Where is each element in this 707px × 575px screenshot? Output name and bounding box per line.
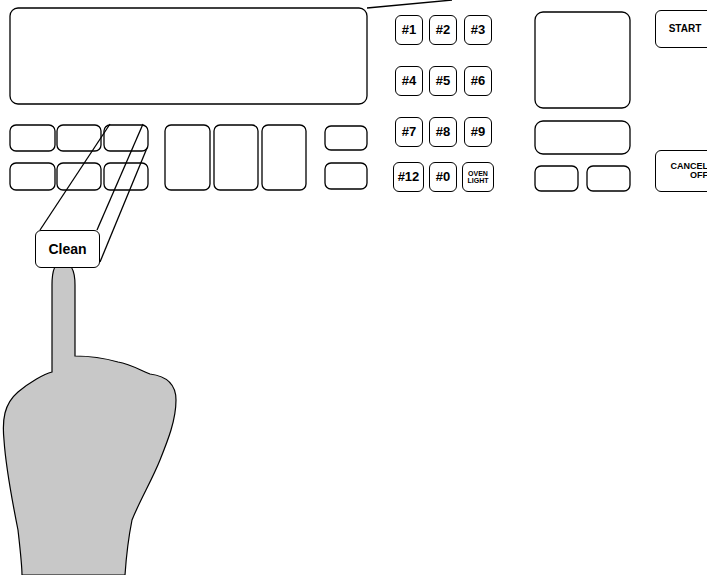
panel-button: #7 — [395, 117, 423, 147]
panel-button: START — [655, 10, 707, 48]
panel-button: OVEN LIGHT — [462, 162, 494, 192]
button-label: #0 — [436, 170, 450, 184]
button-label: #3 — [471, 23, 485, 37]
button-label: Clean — [48, 242, 86, 257]
panel-button: #0 — [429, 162, 457, 192]
button-label: #5 — [436, 74, 450, 88]
panel-button: #5 — [429, 66, 457, 96]
panel-button: #6 — [464, 66, 492, 96]
button-label: CANCEL OFF — [656, 162, 707, 181]
leader-line — [367, 0, 452, 8]
button-label: #9 — [471, 125, 485, 139]
panel-button: #1 — [395, 15, 423, 45]
panel-button: #3 — [464, 15, 492, 45]
button-label: #2 — [436, 23, 450, 37]
button-label: #4 — [402, 74, 416, 88]
button-label: #1 — [402, 23, 416, 37]
panel-button: #9 — [464, 117, 492, 147]
callout-line — [100, 148, 147, 262]
button-label: #6 — [471, 74, 485, 88]
pointing-hand — [3, 262, 176, 575]
button-label: START — [669, 24, 702, 35]
button-label: #12 — [398, 170, 420, 184]
panel-button: CANCEL OFF — [655, 150, 707, 192]
panel-button: #2 — [429, 15, 457, 45]
button-label: OVEN LIGHT — [463, 170, 493, 185]
button-label: #7 — [402, 125, 416, 139]
panel-button: #8 — [429, 117, 457, 147]
button-label: #8 — [436, 125, 450, 139]
callout-button: Clean — [35, 230, 100, 268]
display-window — [10, 8, 367, 104]
panel-button: #4 — [395, 66, 423, 96]
panel-button: #12 — [393, 162, 424, 192]
callout-line — [40, 124, 110, 230]
